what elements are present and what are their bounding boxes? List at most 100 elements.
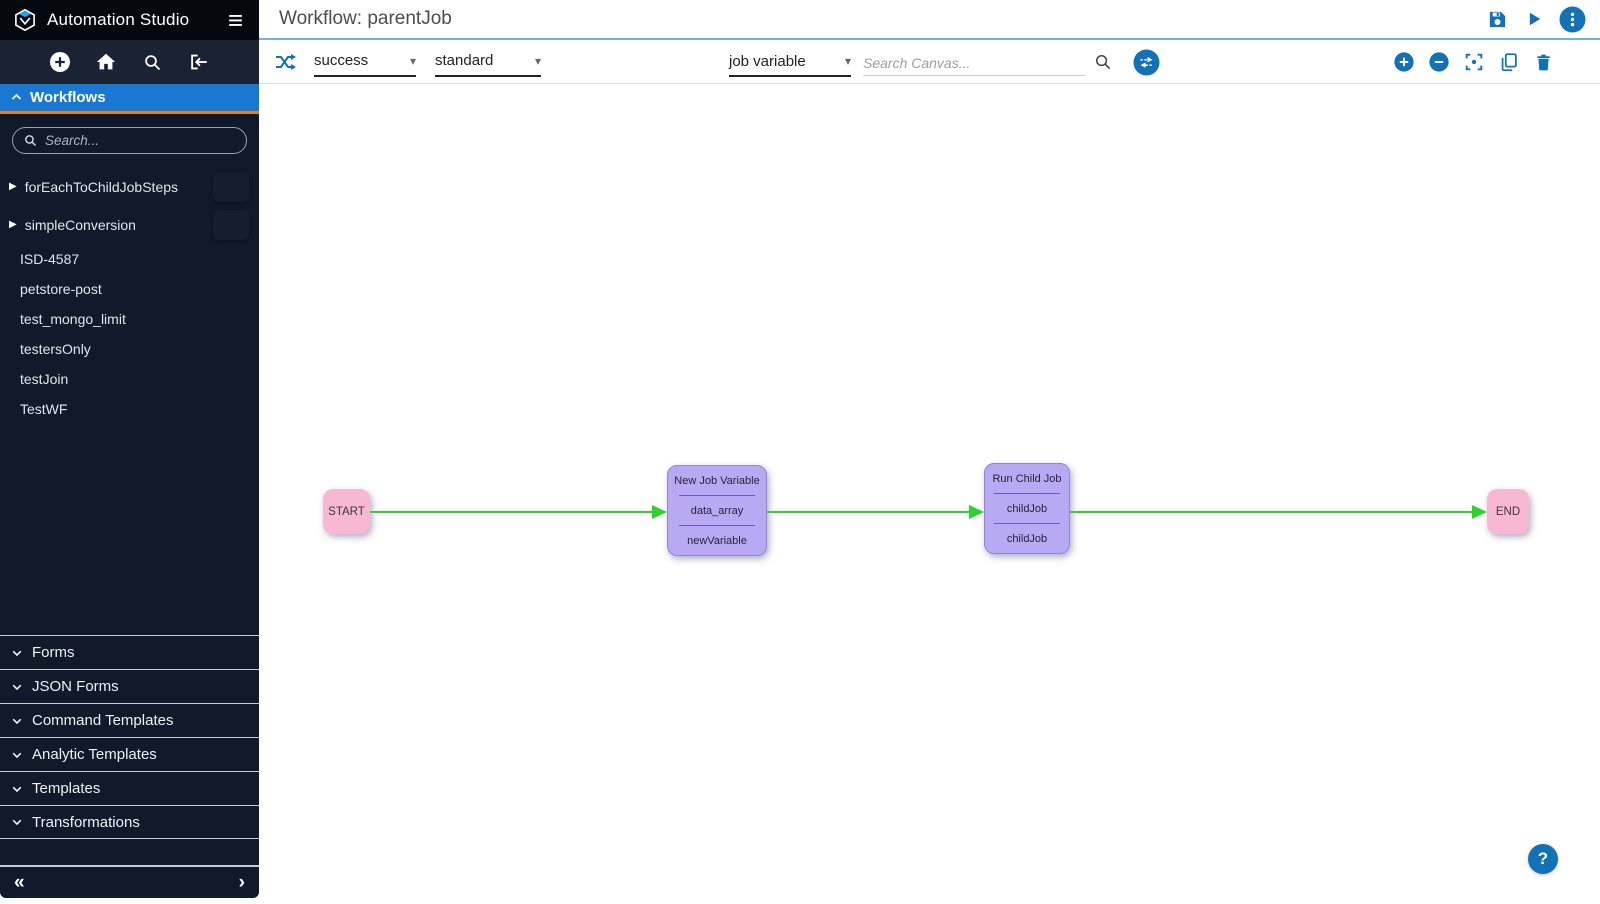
- node-title: New Job Variable: [674, 474, 760, 487]
- chevron-down-icon: [10, 748, 24, 762]
- canvas-toolbar: success ▾ standard ▾ job variable ▾: [259, 40, 1600, 84]
- sidebar-logo-bar: Automation Studio ≡: [0, 0, 259, 40]
- sidebar: Automation Studio ≡: [0, 0, 259, 898]
- workflow-item-test_mongo_limit[interactable]: test_mongo_limit: [0, 304, 259, 334]
- node-run-child-job[interactable]: Run Child Job childJob childJob: [984, 463, 1070, 554]
- sidebar-accordion-sections: Forms JSON Forms Command Templates Analy…: [0, 635, 259, 839]
- chevron-down-icon: [10, 815, 24, 829]
- home-icon[interactable]: [93, 49, 119, 75]
- titlebar-actions: [1486, 6, 1586, 33]
- workflow-item-simpleConversion[interactable]: ▶ simpleConversion: [0, 206, 259, 244]
- zoom-controls: [1393, 40, 1554, 84]
- chevron-down-icon: [10, 782, 24, 796]
- help-button[interactable]: ?: [1528, 844, 1558, 874]
- section-analytic-templates[interactable]: Analytic Templates: [0, 737, 259, 771]
- workflow-item-label: TestWF: [20, 401, 68, 417]
- workflow-item-testersOnly[interactable]: testersOnly: [0, 334, 259, 364]
- fit-to-screen-icon[interactable]: [1463, 51, 1485, 73]
- node-divider: [678, 525, 756, 526]
- node-start[interactable]: START: [323, 489, 370, 534]
- chevron-down-icon: [10, 714, 24, 728]
- copy-icon[interactable]: [1498, 51, 1520, 73]
- workflow-item-TestWF[interactable]: TestWF: [0, 394, 259, 424]
- delete-trash-icon[interactable]: [1533, 52, 1554, 73]
- page-title: Workflow: parentJob: [279, 8, 452, 29]
- section-label: Command Templates: [32, 712, 174, 729]
- workflow-item-label: ISD-4587: [20, 251, 80, 267]
- workflow-item-label: testersOnly: [20, 341, 91, 357]
- section-label: Templates: [32, 780, 101, 797]
- transition-type-value: success: [314, 52, 369, 69]
- sidebar-spacer: [0, 424, 259, 635]
- node-divider: [678, 495, 756, 496]
- swap-view-icon[interactable]: [1133, 49, 1160, 76]
- zoom-in-icon[interactable]: [1393, 51, 1415, 73]
- save-icon[interactable]: [1486, 8, 1509, 31]
- workflow-item-label: test_mongo_limit: [20, 311, 126, 327]
- workflow-list: ▶ forEachToChildJobSteps ▶ simpleConvers…: [0, 168, 259, 424]
- expand-panel-icon[interactable]: ›: [238, 872, 245, 893]
- section-transformations[interactable]: Transformations: [0, 805, 259, 839]
- section-templates[interactable]: Templates: [0, 771, 259, 805]
- chevron-down-icon: [10, 680, 24, 694]
- shuffle-transitions-icon[interactable]: [273, 50, 297, 74]
- node-row-name: newVariable: [687, 534, 747, 547]
- search-icon: [23, 133, 38, 148]
- section-label: Analytic Templates: [32, 746, 157, 763]
- connector-start-to-newjobvariable[interactable]: [370, 511, 653, 513]
- section-json-forms[interactable]: JSON Forms: [0, 669, 259, 703]
- sidebar-bottom-nav: « ›: [0, 865, 259, 898]
- node-end[interactable]: END: [1487, 489, 1529, 534]
- add-circle-icon[interactable]: [47, 49, 73, 75]
- node-end-label: END: [1495, 505, 1521, 518]
- section-label: JSON Forms: [32, 678, 119, 695]
- item-shadow-tile: [213, 210, 249, 240]
- expand-triangle-icon[interactable]: ▶: [9, 181, 17, 192]
- app-title: Automation Studio: [47, 10, 190, 29]
- workflow-search-input[interactable]: [45, 133, 236, 148]
- node-divider: [994, 523, 1060, 524]
- node-title: Run Child Job: [992, 472, 1062, 485]
- run-play-icon[interactable]: [1524, 9, 1544, 29]
- workflow-titlebar: Workflow: parentJob: [259, 0, 1600, 40]
- transition-style-dropdown[interactable]: standard ▾: [435, 47, 541, 77]
- caret-down-icon: ▾: [844, 54, 851, 68]
- node-row-job: childJob: [1006, 502, 1048, 515]
- expand-triangle-icon[interactable]: ▶: [9, 219, 17, 230]
- arrowhead-icon: [1472, 505, 1487, 519]
- workflow-item-petstore-post[interactable]: petstore-post: [0, 274, 259, 304]
- node-new-job-variable[interactable]: New Job Variable data_array newVariable: [667, 465, 767, 556]
- search-mode-value: job variable: [729, 52, 806, 70]
- workflow-item-forEachToChildJobSteps[interactable]: ▶ forEachToChildJobSteps: [0, 168, 259, 206]
- chevron-up-icon: [9, 90, 24, 105]
- canvas-search-input[interactable]: [863, 55, 1085, 71]
- section-command-templates[interactable]: Command Templates: [0, 703, 259, 737]
- connector-runchildjob-to-end[interactable]: [1070, 511, 1472, 513]
- search-icon[interactable]: [1093, 52, 1113, 72]
- workflows-header-label: Workflows: [30, 89, 106, 106]
- zoom-out-icon[interactable]: [1428, 51, 1450, 73]
- collapse-sidebar-icon[interactable]: «: [14, 872, 25, 893]
- search-mode-dropdown[interactable]: job variable ▾: [729, 47, 851, 77]
- more-options-icon[interactable]: [1559, 6, 1586, 33]
- connector-newjobvariable-to-runchildjob[interactable]: [767, 511, 969, 513]
- transition-type-dropdown[interactable]: success ▾: [314, 47, 416, 77]
- workflow-item-testJoin[interactable]: testJoin: [0, 364, 259, 394]
- node-row-result: childJob: [1006, 532, 1048, 545]
- transition-style-value: standard: [435, 52, 494, 69]
- search-icon[interactable]: [140, 49, 166, 75]
- canvas-search-field[interactable]: [863, 48, 1085, 76]
- arrowhead-icon: [652, 505, 667, 519]
- caret-down-icon: ▾: [534, 53, 541, 68]
- workflow-search-box[interactable]: [12, 127, 247, 154]
- hamburger-menu-icon[interactable]: ≡: [227, 5, 243, 35]
- workflows-accordion-header[interactable]: Workflows: [0, 84, 259, 114]
- workflow-canvas[interactable]: START New Job Variable data_array newVar…: [259, 84, 1600, 904]
- node-row-variable: data_array: [690, 504, 744, 517]
- exit-icon[interactable]: [186, 49, 212, 75]
- workflow-item-ISD-4587[interactable]: ISD-4587: [0, 244, 259, 274]
- item-shadow-tile: [213, 172, 249, 202]
- arrowhead-icon: [969, 505, 984, 519]
- section-forms[interactable]: Forms: [0, 635, 259, 669]
